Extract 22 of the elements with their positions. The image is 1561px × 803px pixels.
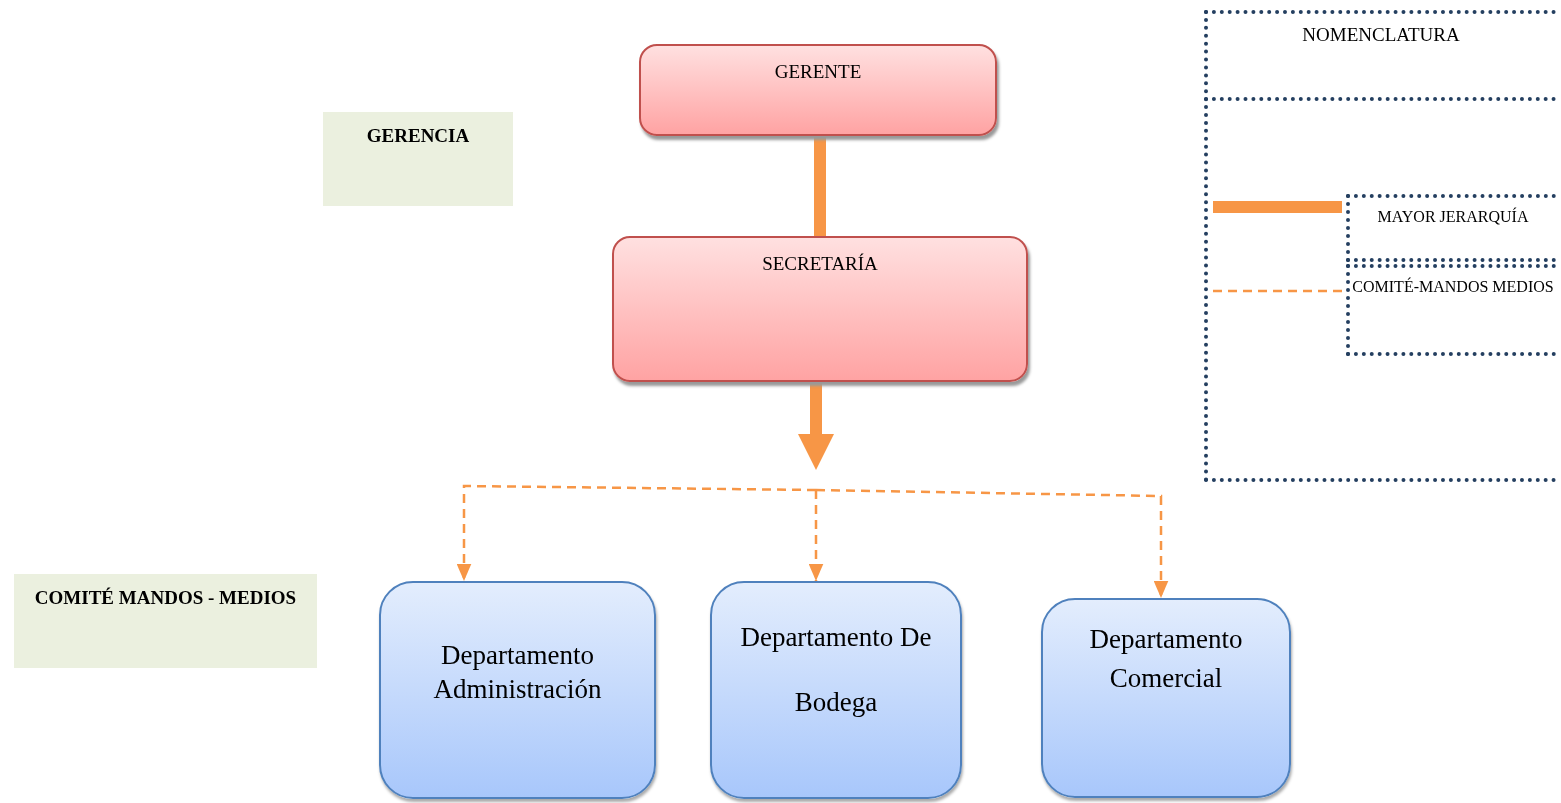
box-text: GERENTE [773, 60, 863, 84]
legend-text: COMITÉ-MANDOS MEDIOS [1346, 264, 1556, 356]
box-text: GERENCIA [365, 124, 471, 148]
box-text: Departamento Administración [432, 639, 603, 706]
dashed-arrow [456, 484, 816, 581]
level-label-panel [323, 112, 513, 206]
box-text: SECRETARÍA [761, 252, 879, 276]
org-box [639, 44, 997, 136]
org-box [379, 581, 656, 799]
org-box [612, 236, 1028, 382]
legend-title: NOMENCLATURA [1301, 24, 1461, 46]
org-box [1041, 598, 1291, 798]
box-text: Departamento De Bodega [739, 621, 933, 719]
dashed-arrow [808, 490, 824, 581]
connector-line [814, 136, 826, 236]
level-label-panel [14, 574, 317, 668]
box-text: COMITÉ MANDOS - MEDIOS [34, 586, 297, 610]
box-text: Departamento Comercial [1088, 623, 1244, 696]
arrow [798, 382, 834, 470]
dashed-arrow [815, 488, 1169, 598]
legend-text: MAYOR JERARQUÍA [1346, 194, 1556, 262]
org-box [710, 581, 962, 799]
